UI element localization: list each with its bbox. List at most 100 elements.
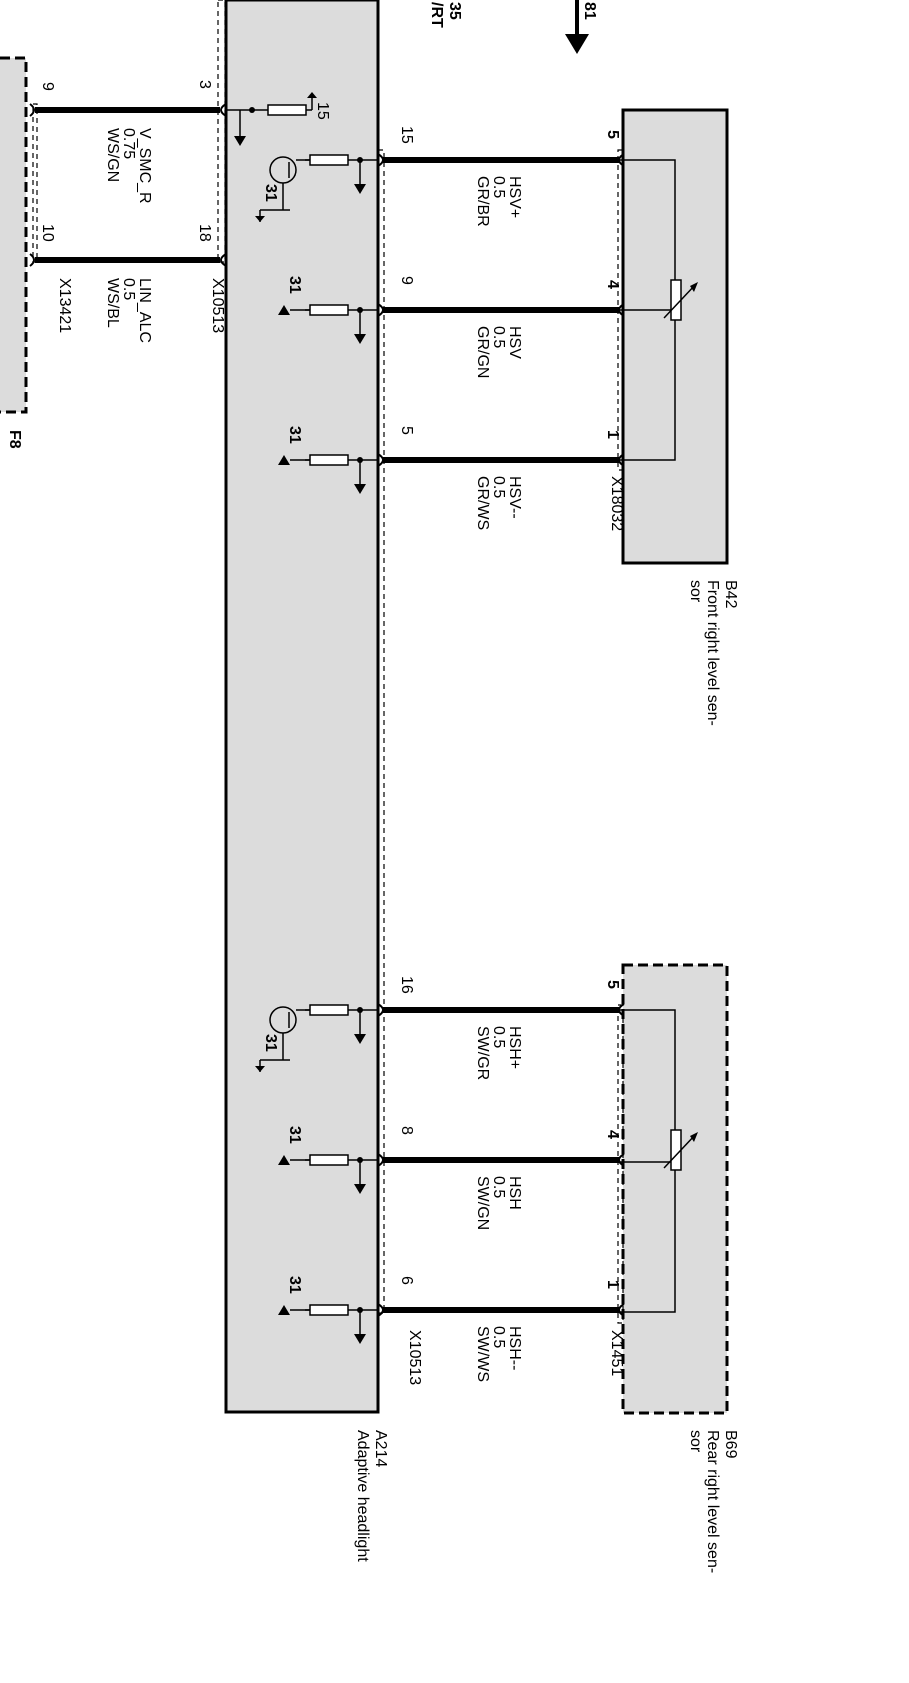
ground-arrow-head (565, 34, 589, 54)
wire-name-hsh-5-group: HSH-- (506, 1326, 523, 1370)
pin-9-label: 9 (39, 82, 56, 91)
wire-color-hsh-4-group: SW/GN (474, 1176, 491, 1230)
ground-31-hsv-2: 31 (286, 426, 303, 444)
internal-ground-arrow-hsv-0 (354, 184, 366, 194)
sensor-front-name-2: sor (687, 580, 704, 603)
transistor-gnd-arrow-hsv-0 (255, 216, 265, 222)
module-name: Adaptive headlight (354, 1430, 371, 1562)
wire-hsh-4-sensor-end (618, 1153, 625, 1167)
wire-v-smc-r-color: WS/GN (104, 128, 121, 182)
module-pin-hsh-5: 6 (398, 1276, 415, 1285)
wire-color-hsh-5: SW/WS (474, 1326, 491, 1382)
wire-color-hsv-0-group: GR/BR (474, 176, 491, 227)
sensor-rear-potentiometer (620, 1009, 698, 1313)
wire-hsv-1-module-end (377, 303, 384, 317)
connector-x10513-bottom-label: X10513 (406, 1330, 423, 1385)
internal-resistor-hsv-1 (309, 304, 349, 316)
sensor-pin-hsh-3-group: 5 (604, 980, 621, 989)
connector-x1451-label: X1451 (608, 1330, 625, 1376)
module-pin-hsv-0: 15 (398, 126, 415, 144)
connector-x10513-top-label: X10513 (209, 278, 226, 333)
wire-hsv-0-module-end (377, 153, 384, 167)
sensor-pin-hsh-5: 1 (604, 1280, 621, 1289)
wire-color-hsv-1: GR/GN (474, 326, 491, 378)
ground-31-hsv-2-group: 31 (286, 426, 303, 444)
wire-color-hsh-3-group: SW/GR (474, 1026, 491, 1080)
wire-name-hsh-3-group: HSH+ (506, 1026, 523, 1069)
top-pin-fragment: 81 (581, 2, 598, 20)
wire-color-hsv-0: GR/BR (474, 176, 491, 227)
module-pin-hsh-4: 8 (398, 1126, 415, 1135)
wire-size-hsv-2-group: 0.5 (490, 476, 507, 498)
ground-31-hsh-4-group: 31 (286, 1126, 303, 1144)
wire-hsv-2-sensor-end (618, 453, 625, 467)
sensor-pin-hsv-0: 5 (604, 130, 621, 139)
connector-x1451-shell (617, 1004, 624, 1324)
pin-18-label: 18 (196, 224, 213, 242)
wire-hsh-5-sensor-end (618, 1303, 625, 1317)
wire-name-hsv-1: HSV (506, 326, 523, 359)
terminal-15-circuit (226, 92, 317, 146)
ground-arrow-hsh-4 (278, 1155, 290, 1165)
terminal-15-label: 15 (314, 102, 331, 120)
sensor-pin-hsh-5-group: 1 (604, 1280, 621, 1289)
ground-31-hsh-4: 31 (286, 1126, 303, 1144)
sensor-pin-hsv-2-group: 1 (604, 430, 621, 439)
wire-v-smc-r-name: V_SMC_R (136, 128, 153, 204)
ground-31-hsv-0: 31 (262, 184, 279, 202)
wire-size-hsh-3-group: 0.5 (490, 1026, 507, 1048)
connector-x10513-top-shell (217, 0, 226, 263)
sensor-rear-id: B69 (722, 1430, 739, 1459)
module-pin-hsv-1: 9 (398, 276, 415, 285)
module-pin-hsh-3: 16 (398, 976, 415, 994)
connector-x13421-shell (32, 103, 38, 263)
wire-color-hsv-1-group: GR/GN (474, 326, 491, 378)
left-module-outline (0, 56, 28, 414)
wire-size-hsh-5-group: 0.5 (490, 1326, 507, 1348)
wire-hsv-2-module-end (377, 453, 384, 467)
wire-size-hsh-3: 0.5 (490, 1026, 507, 1048)
module-id: A214 (372, 1430, 389, 1467)
wire-hsh-5-module-end (377, 1303, 384, 1317)
ground-31-hsv-1: 31 (286, 276, 303, 294)
top-wire-fragment-a: 35 (446, 2, 463, 20)
connector-x18032-label: X18032 (608, 476, 625, 531)
internal-ground-arrow-hsh-5 (354, 1334, 366, 1344)
sensor-pin-hsh-4: 4 (604, 1130, 621, 1139)
sensor-front-potentiometer (620, 159, 698, 461)
wire-v-smc-r-size: 0.75 (120, 128, 137, 159)
ground-arrow-hsv-1 (278, 305, 290, 315)
wire-hsh-3-sensor-end (618, 1003, 625, 1017)
wire-hsv-1-sensor-end (618, 303, 625, 317)
internal-ground-arrow-hsh-3 (354, 1034, 366, 1044)
connector-x13421-label: X13421 (56, 278, 73, 333)
sensor-front-id: B42 (722, 580, 739, 609)
sensor-pin-hsv-0-group: 5 (604, 130, 621, 139)
module-pin-hsv-1-group: 9 (398, 276, 415, 285)
wire-color-hsv-2-group: GR/WS (474, 476, 491, 530)
wire-name-hsv-2-group: HSV-- (506, 476, 523, 519)
ground-31-hsh-5-group: 31 (286, 1276, 303, 1294)
wire-color-hsh-5-group: SW/WS (474, 1326, 491, 1382)
wire-size-hsv-1-group: 0.5 (490, 326, 507, 348)
module-pin-hsv-0-group: 15 (398, 126, 415, 144)
ground-31-hsh-5: 31 (286, 1276, 303, 1294)
module-pin-hsh-3-group: 16 (398, 976, 415, 994)
wire-size-hsh-4-group: 0.5 (490, 1176, 507, 1198)
wire-name-hsv-2: HSV-- (506, 476, 523, 519)
module-pin-hsv-2-group: 5 (398, 426, 415, 435)
internal-ground-arrow-hsv-2 (354, 484, 366, 494)
wire-lin-alc-name: LIN_ALC (136, 278, 153, 343)
module-pin-hsv-2: 5 (398, 426, 415, 435)
wire-lin-alc-color: WS/BL (104, 278, 121, 328)
transistor-gnd-arrow-hsh-3 (255, 1066, 265, 1072)
wire-color-hsh-3: SW/GR (474, 1026, 491, 1080)
top-wire-fragment-b: /RT (428, 2, 445, 28)
pin-3-label: 3 (196, 80, 213, 89)
sensor-pin-hsh-4-group: 4 (604, 1130, 621, 1139)
left-module-label: F8 (6, 430, 23, 449)
wire-name-hsv-0: HSV+ (506, 176, 523, 218)
ground-arrow-hsh-5 (278, 1305, 290, 1315)
wire-size-hsv-1: 0.5 (490, 326, 507, 348)
